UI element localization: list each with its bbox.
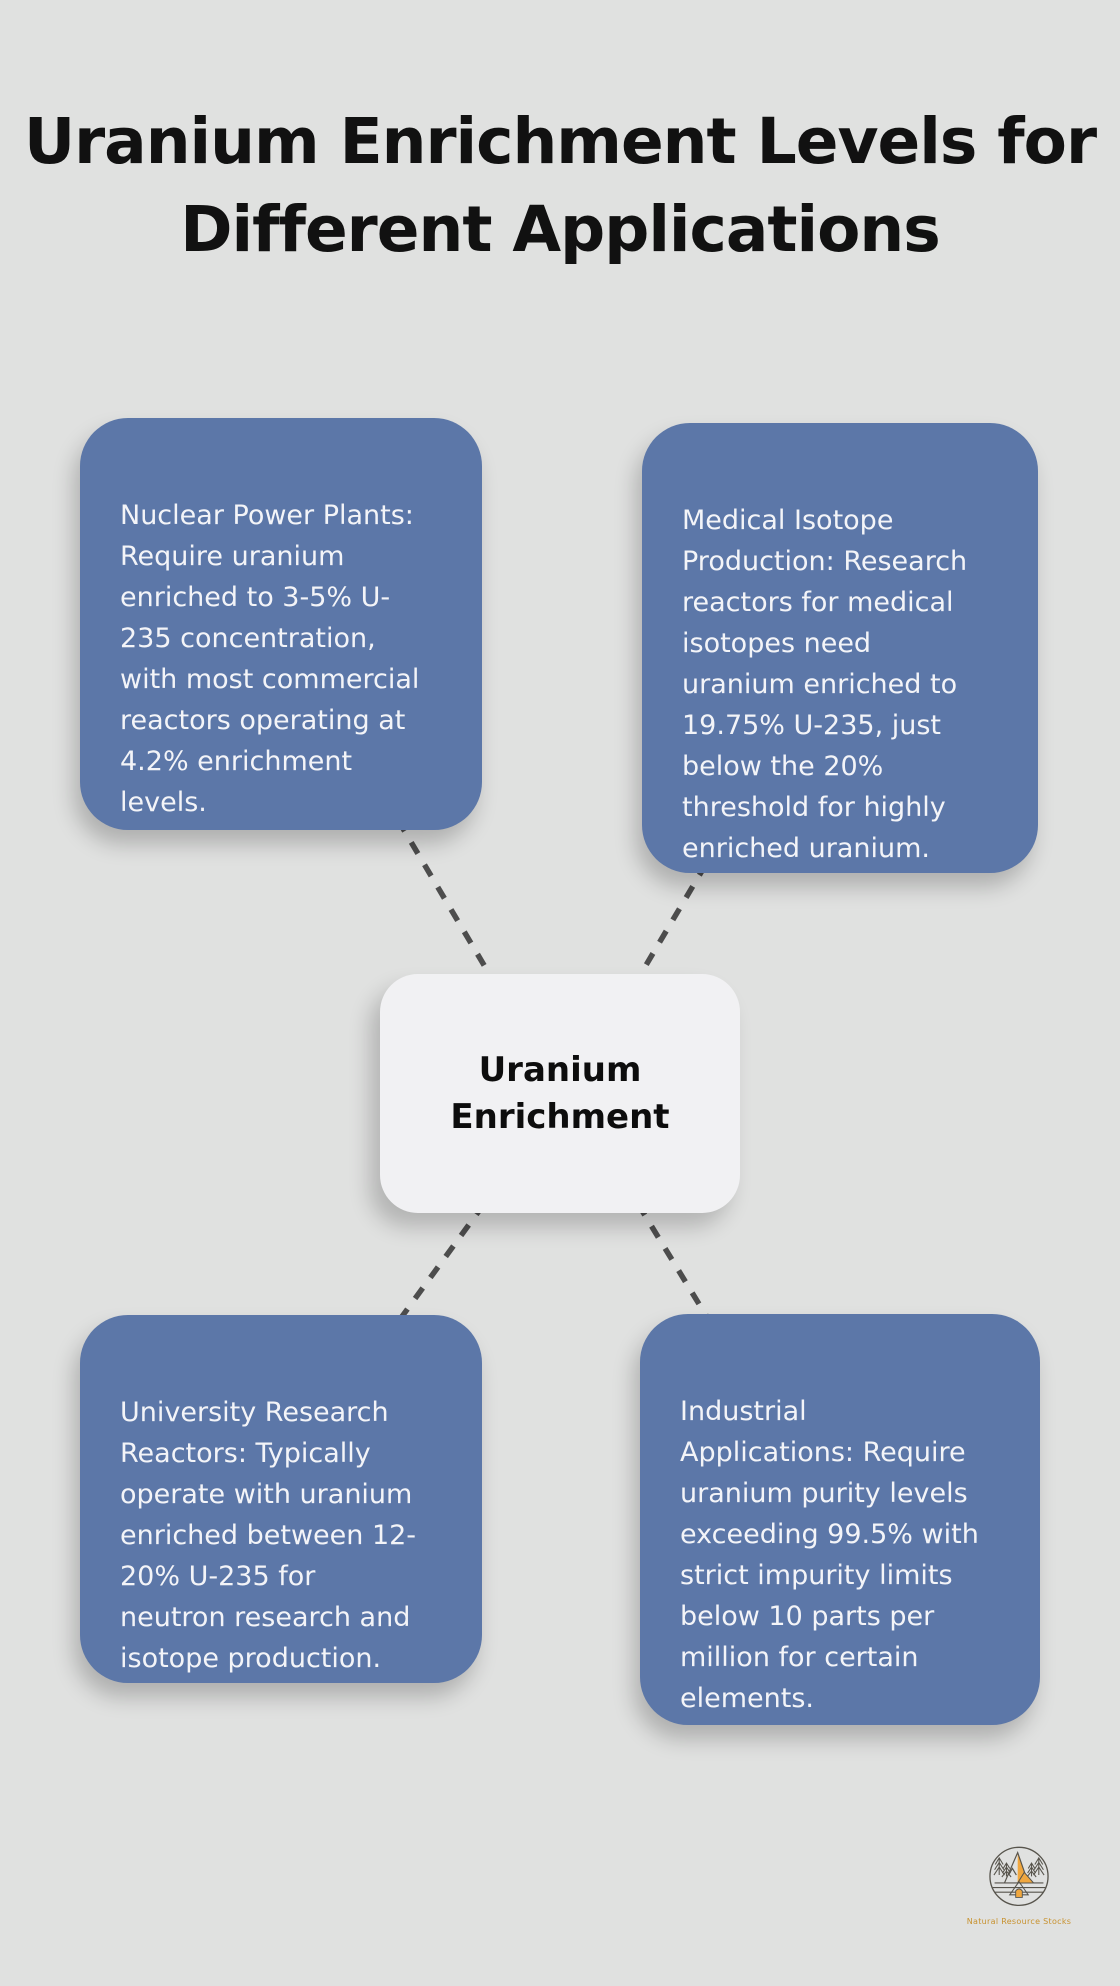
node-text: Nuclear Power Plants: Require uranium en… bbox=[120, 500, 420, 818]
connector-bottom-right bbox=[635, 1202, 713, 1324]
mountain-emblem-icon bbox=[989, 1846, 1049, 1907]
connector-top-left bbox=[395, 818, 497, 984]
connector-bottom-left bbox=[395, 1202, 487, 1324]
node-text: Industrial Applications: Require uranium… bbox=[680, 1396, 979, 1714]
center-node-label: Uranium Enrichment bbox=[450, 1049, 670, 1137]
node-card-nuclear-power-plants: Nuclear Power Plants: Require uranium en… bbox=[80, 418, 482, 830]
page-title: Uranium Enrichment Levels for Different … bbox=[23, 105, 1097, 266]
node-card-university-research-reactors: University Research Reactors: Typically … bbox=[80, 1315, 482, 1683]
brand-logo: Natural Resource Stocks bbox=[952, 1842, 1086, 1926]
node-card-medical-isotope-production: Medical Isotope Production: Research rea… bbox=[642, 423, 1038, 873]
node-text: University Research Reactors: Typically … bbox=[120, 1397, 417, 1674]
logo-caption: Natural Resource Stocks bbox=[966, 1917, 1072, 1926]
node-text: Medical Isotope Production: Research rea… bbox=[682, 505, 968, 864]
node-card-industrial-applications: Industrial Applications: Require uranium… bbox=[640, 1314, 1040, 1725]
connector-top-right bbox=[633, 862, 709, 984]
center-node: Uranium Enrichment bbox=[380, 974, 740, 1213]
